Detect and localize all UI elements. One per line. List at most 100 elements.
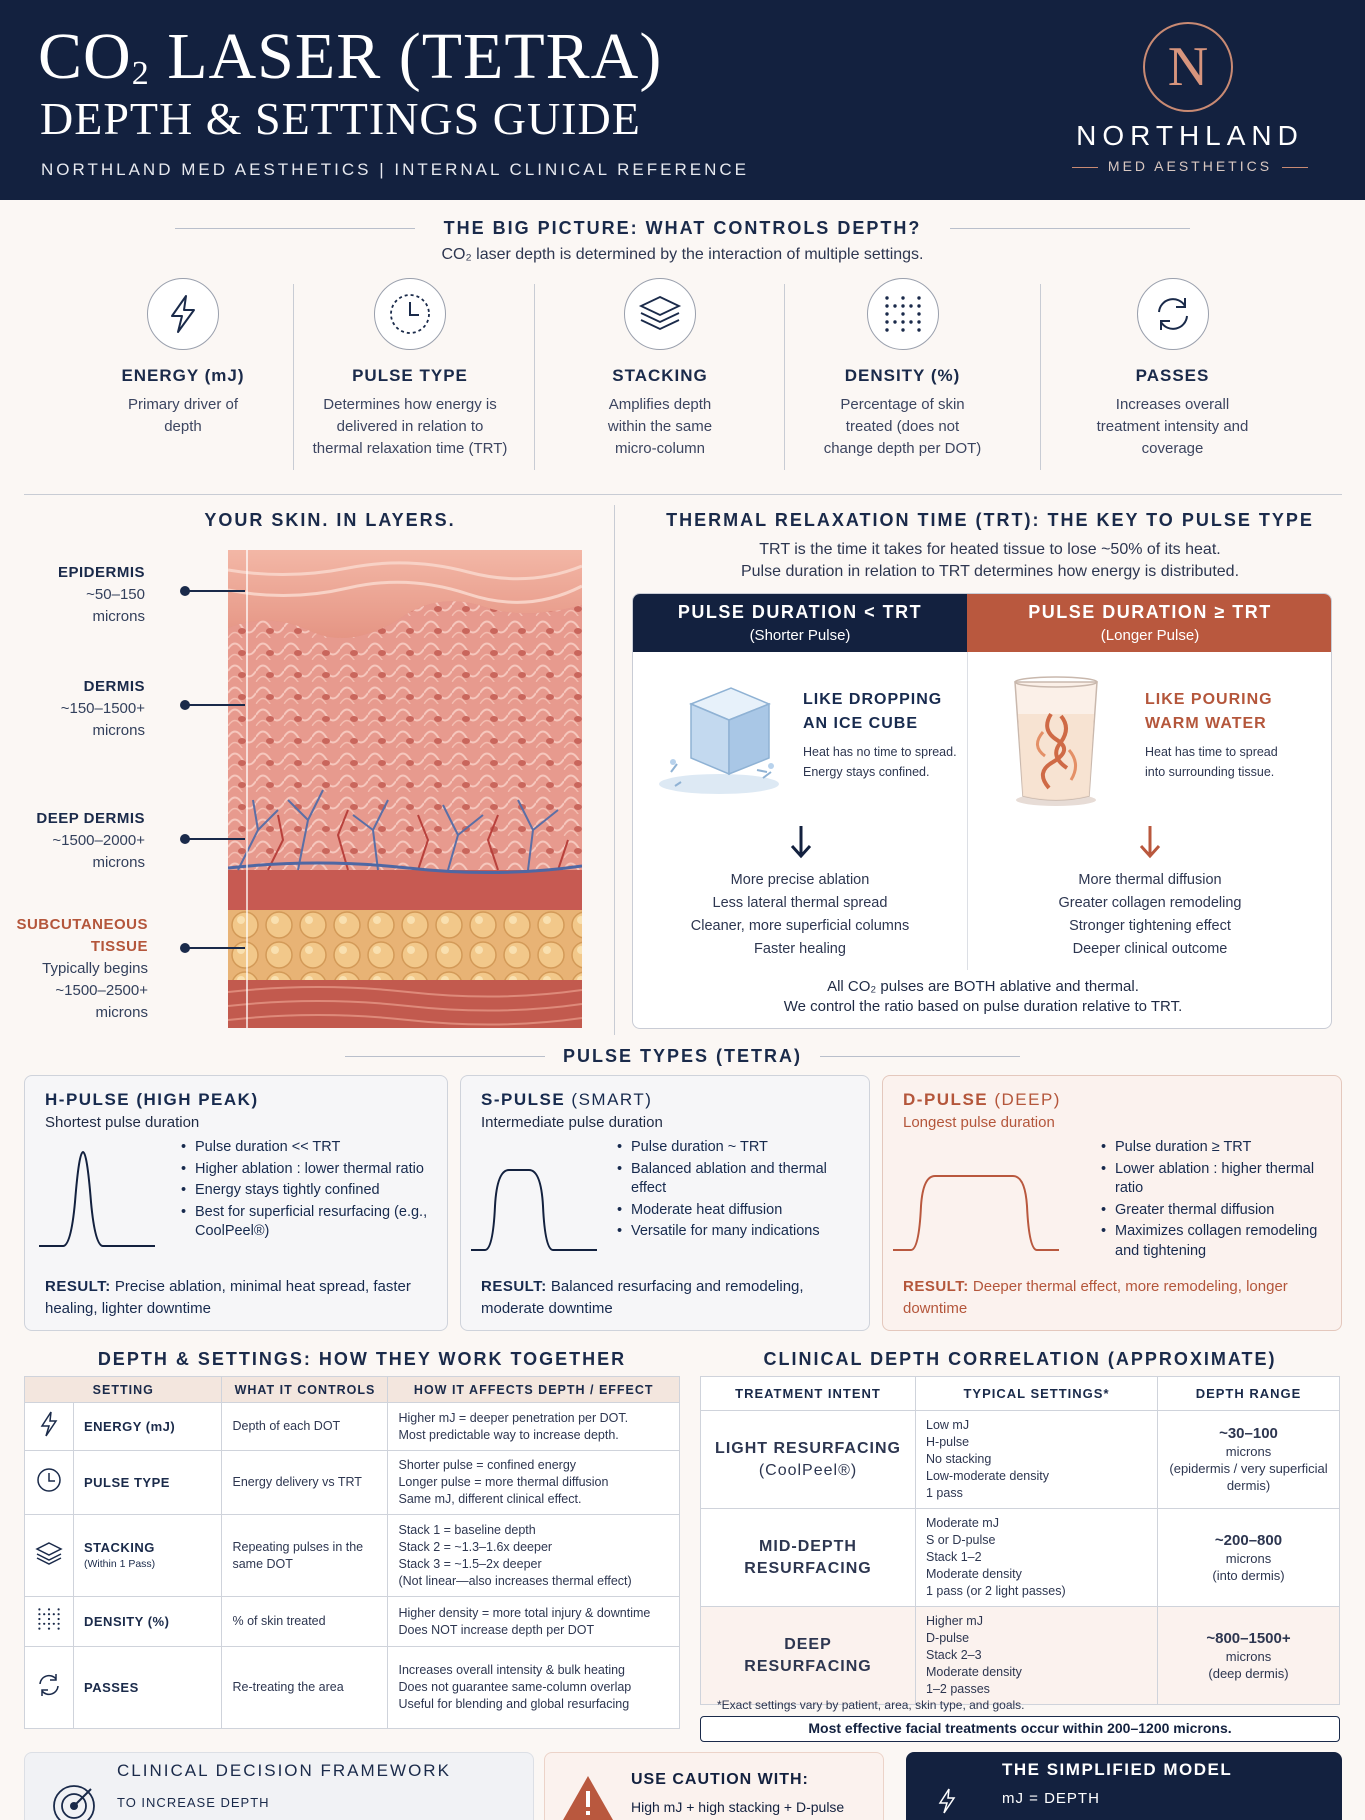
factor-passes: PASSES Increases overall treatment inten…	[1090, 278, 1255, 460]
dot-grid-dot	[884, 304, 889, 308]
dot-grid-dot	[916, 312, 921, 316]
panel-divider	[967, 652, 968, 970]
ice-analogy: LIKE DROPPING AN ICE CUBE	[803, 691, 943, 732]
dot-grid-icon	[38, 1608, 60, 1630]
h-pulse-waveform	[39, 1150, 155, 1247]
factor-density: DENSITY (%) Percentage of skin treated (…	[815, 278, 990, 460]
column-divider	[1040, 284, 1041, 470]
marker-line	[185, 838, 245, 840]
dot-grid-dot	[884, 296, 889, 300]
refresh-icon	[39, 1674, 59, 1696]
warm-water-analogy-desc: Heat has time to spread into surrounding…	[1145, 745, 1278, 779]
ice-analogy-desc: Heat has no time to spread. Energy stays…	[803, 745, 957, 779]
logo-name: NORTHLAND	[1076, 120, 1304, 151]
ice-cube-icon	[659, 687, 779, 794]
trt-title: THERMAL RELAXATION TIME (TRT): THE KEY T…	[666, 510, 1314, 530]
logo-mark: N	[1143, 22, 1233, 112]
dot-grid-dot	[38, 1617, 41, 1621]
marker-line	[185, 590, 245, 592]
column-divider	[784, 284, 785, 470]
dot-grid-dot	[916, 304, 921, 308]
warning-icon	[563, 1776, 613, 1820]
divider	[820, 1056, 1020, 1057]
factor-energy: ENERGY (mJ) Primary driver of depth	[98, 278, 268, 438]
dot-grid-dot	[908, 320, 913, 324]
dot-grid-dot	[57, 1617, 60, 1621]
dot-grid-dot	[47, 1613, 51, 1616]
dot-grid-dot	[47, 1622, 51, 1625]
settings-table: SETTING WHAT IT CONTROLS HOW IT AFFECTS …	[23, 1376, 680, 1729]
layers-icon	[35, 1542, 63, 1565]
dot-grid-dot	[892, 304, 897, 308]
dot-grid-dot	[57, 1613, 60, 1616]
depth-correlation-table: TREATMENT INTENT TYPICAL SETTINGS* DEPTH…	[700, 1376, 1340, 1705]
dot-grid-dot	[38, 1608, 41, 1611]
dot-grid-dot	[43, 1613, 46, 1616]
skin-layers-title: YOUR SKIN. IN LAYERS.	[204, 510, 456, 530]
page-title: CO2 LASER (TETRA)	[38, 20, 663, 93]
warm-water-analogy: LIKE POURING WARM WATER	[1145, 691, 1273, 732]
layers-icon	[624, 278, 696, 350]
clock-icon	[374, 278, 446, 350]
skin-cross-section-illustration	[228, 550, 582, 1028]
d-pulse-waveform	[893, 1175, 1059, 1251]
layer-label-subcutaneous: SUBCUTANEOUS TISSUE Typically begins ~15…	[16, 916, 148, 1021]
dot-grid-dot	[916, 296, 921, 300]
pulse-card-s: S-PULSE (SMART) Intermediate pulse durat…	[460, 1075, 870, 1331]
s-pulse-waveform	[471, 1169, 597, 1251]
logo-sub: MED AESTHETICS	[1060, 158, 1320, 174]
layer-label-epidermis: EPIDERMIS ~50–150 microns	[57, 564, 145, 625]
dot-grid-dot	[38, 1622, 41, 1625]
section-divider	[24, 494, 1342, 495]
dot-grid-dot	[908, 304, 913, 308]
warm-water-glass-icon	[1014, 676, 1098, 806]
dot-grid-dot	[884, 312, 889, 316]
pulse-types-title: PULSE TYPES (TETRA)	[562, 1046, 802, 1066]
dot-grid-icon	[866, 278, 939, 350]
layer-label-dermis: DERMIS ~150–1500+ microns	[60, 678, 145, 739]
longer-pulse-outcomes: More thermal diffusion Greater collagen …	[1058, 872, 1242, 957]
lightning-icon	[40, 1411, 58, 1437]
clock-icon	[37, 1468, 61, 1492]
dot-grid-dot	[900, 328, 905, 332]
table-row: ENERGY (mJ) Depth of each DOT Higher mJ …	[24, 1402, 680, 1451]
dot-grid-dot	[884, 328, 889, 332]
lightning-icon	[938, 1788, 956, 1814]
lightning-icon	[147, 278, 219, 350]
page-subtitle: NORTHLAND MED AESTHETICS | INTERNAL CLIN…	[41, 160, 749, 179]
dot-grid-dot	[900, 320, 905, 324]
divider	[950, 228, 1190, 229]
dot-grid-dot	[38, 1627, 41, 1630]
caution-card: USE CAUTION WITH: High mJ + high stackin…	[544, 1752, 884, 1820]
trt-comparison-panel: PULSE DURATION < TRT (Shorter Pulse) PUL…	[632, 593, 1332, 1029]
dot-grid-dot	[892, 320, 897, 324]
settings-footnote: *Exact settings vary by patient, area, s…	[717, 1698, 1025, 1712]
dot-grid-dot	[57, 1627, 60, 1630]
dot-grid-dot	[47, 1608, 51, 1611]
pulse-card-d: D-PULSE (DEEP) Longest pulse duration Pu…	[882, 1075, 1342, 1331]
table-row: PULSE TYPE Energy delivery vs TRT Shorte…	[24, 1450, 680, 1515]
big-picture-title: THE BIG PICTURE: WHAT CONTROLS DEPTH?	[443, 218, 922, 238]
divider	[175, 228, 415, 229]
dot-grid-dot	[52, 1622, 55, 1625]
dot-grid-dot	[57, 1622, 60, 1625]
dot-grid-dot	[900, 312, 905, 316]
dot-grid-dot	[900, 296, 905, 300]
depth-table-title: CLINICAL DEPTH CORRELATION (APPROXIMATE)	[763, 1349, 1277, 1369]
arrow-down-icon	[1139, 826, 1161, 859]
dot-grid-dot	[900, 304, 905, 308]
clinical-decision-framework-card: CLINICAL DECISION FRAMEWORK TO INCREASE …	[24, 1752, 534, 1820]
longer-pulse-header: PULSE DURATION ≥ TRT (Longer Pulse)	[967, 594, 1331, 652]
dot-grid-dot	[916, 320, 921, 324]
simplified-model-card: THE SIMPLIFIED MODEL mJ = DEPTH	[906, 1752, 1342, 1820]
dot-grid-dot	[916, 328, 921, 332]
header-banner: CO2 LASER (TETRA) DEPTH & SETTINGS GUIDE…	[0, 0, 1365, 200]
table-row: DENSITY (%) % of skin treated Higher den…	[24, 1596, 680, 1647]
target-icon	[53, 1785, 95, 1820]
dot-grid-dot	[43, 1622, 46, 1625]
column-divider	[293, 284, 294, 470]
dot-grid-dot	[884, 320, 889, 324]
